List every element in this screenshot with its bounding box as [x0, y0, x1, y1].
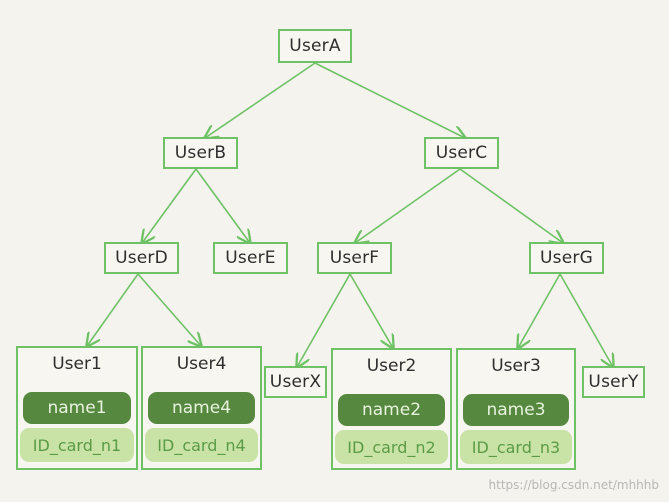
- edge-d-1: [87, 273, 139, 346]
- leaf-title: User3: [491, 356, 541, 376]
- node-user-y: UserY: [582, 366, 645, 398]
- id-card-pill: ID_card_n2: [335, 430, 448, 464]
- node-user-g: UserG: [529, 242, 604, 274]
- leaf-user-2: User2 name2 ID_card_n2: [331, 348, 452, 470]
- node-user-c: UserC: [424, 137, 499, 169]
- node-user-a: UserA: [278, 29, 352, 63]
- leaf-title: User2: [366, 356, 417, 376]
- node-user-f: UserF: [317, 242, 392, 274]
- leaf-user-4: User4 name4 ID_card_n4: [141, 346, 262, 470]
- edge-b-d: [142, 168, 197, 243]
- node-user-x: UserX: [264, 366, 327, 398]
- edge-g-y: [559, 273, 613, 367]
- edge-d-4: [137, 273, 201, 346]
- edge-b-e: [195, 168, 250, 243]
- id-card-pill: ID_card_n4: [145, 428, 258, 462]
- watermark: https://blog.csdn.net/mhhhb: [488, 478, 659, 492]
- edge-c-f: [355, 168, 461, 243]
- edge-g-3: [518, 273, 561, 348]
- name-pill: name2: [338, 394, 445, 426]
- id-card-pill: ID_card_n3: [460, 430, 572, 464]
- node-user-d: UserD: [104, 242, 179, 274]
- edge-c-g: [459, 168, 563, 243]
- name-pill: name1: [23, 392, 131, 424]
- name-pill: name4: [148, 392, 255, 424]
- name-pill: name3: [463, 394, 569, 426]
- id-card-pill: ID_card_n1: [20, 428, 134, 462]
- edge-f-2: [349, 273, 393, 348]
- node-user-b: UserB: [163, 137, 238, 169]
- leaf-user-3: User3 name3 ID_card_n3: [456, 348, 576, 470]
- edge-a-b: [205, 62, 316, 138]
- leaf-title: User1: [52, 354, 102, 374]
- edge-f-x: [297, 273, 351, 367]
- leaf-title: User4: [176, 354, 227, 374]
- edge-a-c: [314, 62, 465, 138]
- node-user-e: UserE: [213, 242, 288, 274]
- leaf-user-1: User1 name1 ID_card_n1: [16, 346, 138, 470]
